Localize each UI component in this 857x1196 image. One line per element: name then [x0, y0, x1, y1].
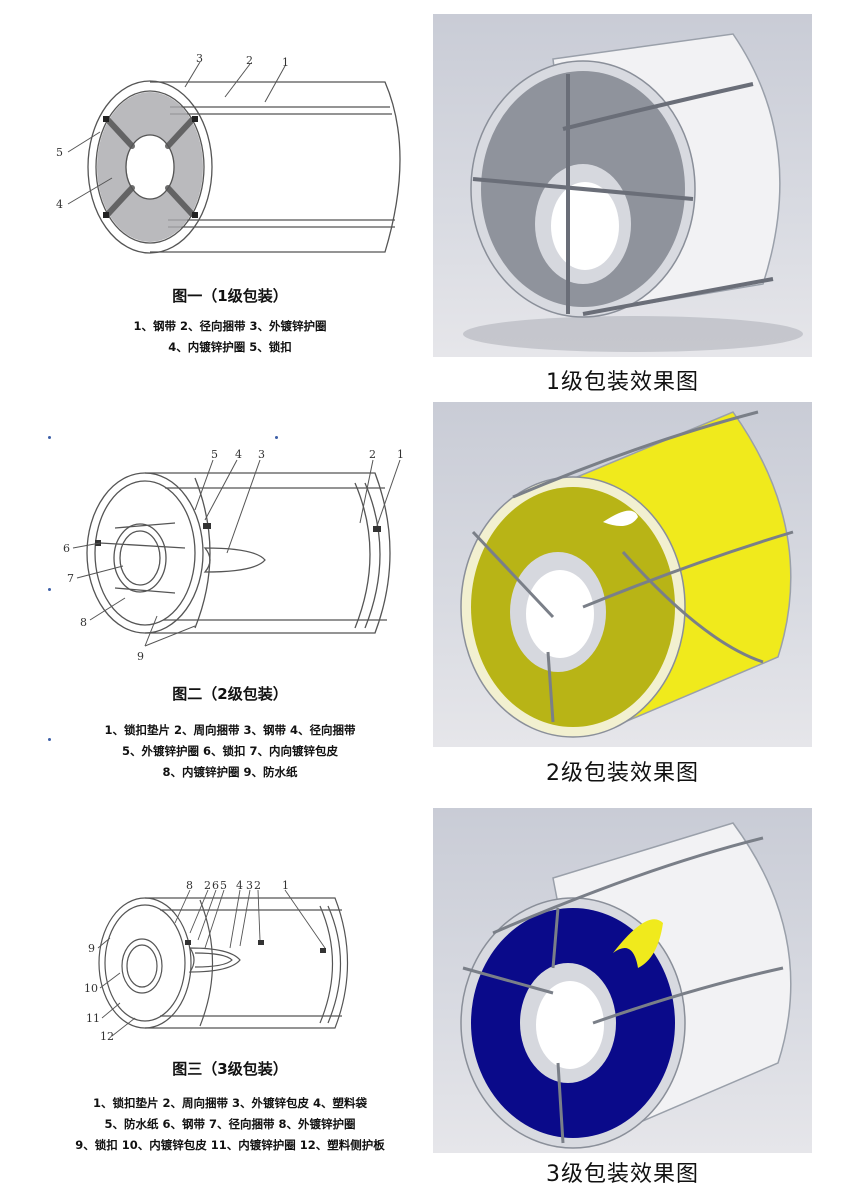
callout-2: 2	[204, 879, 211, 892]
stray-dot	[275, 436, 278, 439]
line-drawing-level-1: 3 2 1 5 4	[56, 52, 401, 254]
stray-dot	[48, 588, 51, 591]
callout-4: 4	[236, 879, 243, 892]
legend-line: 5、防水纸 6、钢带 7、径向捆带 8、外镀锌护圈	[104, 1117, 356, 1131]
callout-11: 11	[86, 1012, 100, 1025]
coil-render-level-2	[460, 410, 794, 738]
callout-1: 1	[397, 448, 404, 461]
legend-line: 4、内镀锌护圈 5、锁扣	[168, 340, 292, 354]
callout-3: 3	[196, 52, 203, 65]
legend-level-1: 1、钢带 2、径向捆带 3、外镀锌护圈 4、内镀锌护圈 5、锁扣	[20, 316, 440, 358]
coil-render-level-1	[463, 33, 803, 352]
render-level-2	[433, 402, 812, 747]
callout-4: 4	[235, 448, 242, 461]
callout-6: 6	[212, 879, 219, 892]
callout-5: 5	[211, 448, 218, 461]
callout-5: 5	[56, 146, 63, 159]
callout-9: 9	[137, 650, 144, 663]
stray-dot	[48, 436, 51, 439]
caption-level-3: 图三（3级包装）	[172, 1060, 288, 1078]
callout-9: 9	[88, 942, 95, 955]
callout-3: 3	[246, 879, 253, 892]
legend-line: 5、外镀锌护圈 6、锁扣 7、内向镀锌包皮	[121, 744, 338, 758]
legend-line: 9、锁扣 10、内镀锌包皮 11、内镀锌护圈 12、塑料侧护板	[75, 1138, 385, 1152]
callout-5: 5	[220, 879, 227, 892]
callout-4: 4	[56, 198, 63, 211]
legend-line: 1、锁扣垫片 2、周向捆带 3、钢带 4、径向捆带	[104, 723, 356, 737]
callout-10: 10	[84, 982, 98, 995]
callout-1: 1	[282, 879, 289, 892]
stray-dot	[48, 738, 51, 741]
callout-7: 7	[67, 572, 74, 585]
legend-level-3: 1、锁扣垫片 2、周向捆带 3、外镀锌包皮 4、塑料袋 5、防水纸 6、钢带 7…	[0, 1093, 460, 1156]
effect-title-level-2: 2级包装效果图	[546, 761, 699, 786]
callout-3: 3	[258, 448, 265, 461]
line-drawing-level-2: 5 4 3 2 1 6 7 8 9	[63, 448, 404, 663]
callout-2: 2	[369, 448, 376, 461]
coil-render-level-3	[460, 822, 792, 1149]
caption-level-1: 图一（1级包装）	[172, 287, 288, 305]
effect-title-level-3: 3级包装效果图	[546, 1162, 699, 1187]
render-level-1	[433, 14, 812, 357]
legend-level-2: 1、锁扣垫片 2、周向捆带 3、钢带 4、径向捆带 5、外镀锌护圈 6、锁扣 7…	[10, 720, 450, 783]
callout-8: 8	[186, 879, 193, 892]
legend-line: 1、钢带 2、径向捆带 3、外镀锌护圈	[133, 319, 327, 333]
render-level-3	[433, 808, 812, 1153]
legend-line: 1、锁扣垫片 2、周向捆带 3、外镀锌包皮 4、塑料袋	[92, 1096, 367, 1110]
callout-2b: 2	[254, 879, 261, 892]
callout-6: 6	[63, 542, 70, 555]
callout-2: 2	[246, 54, 253, 67]
callout-8: 8	[80, 616, 87, 629]
callout-12: 12	[100, 1030, 114, 1043]
callout-1: 1	[282, 56, 289, 69]
caption-level-2: 图二（2级包装）	[172, 685, 288, 703]
effect-title-level-1: 1级包装效果图	[546, 370, 699, 395]
line-drawing-level-3: 8 2 6 5 4 3 2 1 9 10 11 12	[84, 879, 349, 1043]
legend-line: 8、内镀锌护圈 9、防水纸	[162, 765, 298, 779]
